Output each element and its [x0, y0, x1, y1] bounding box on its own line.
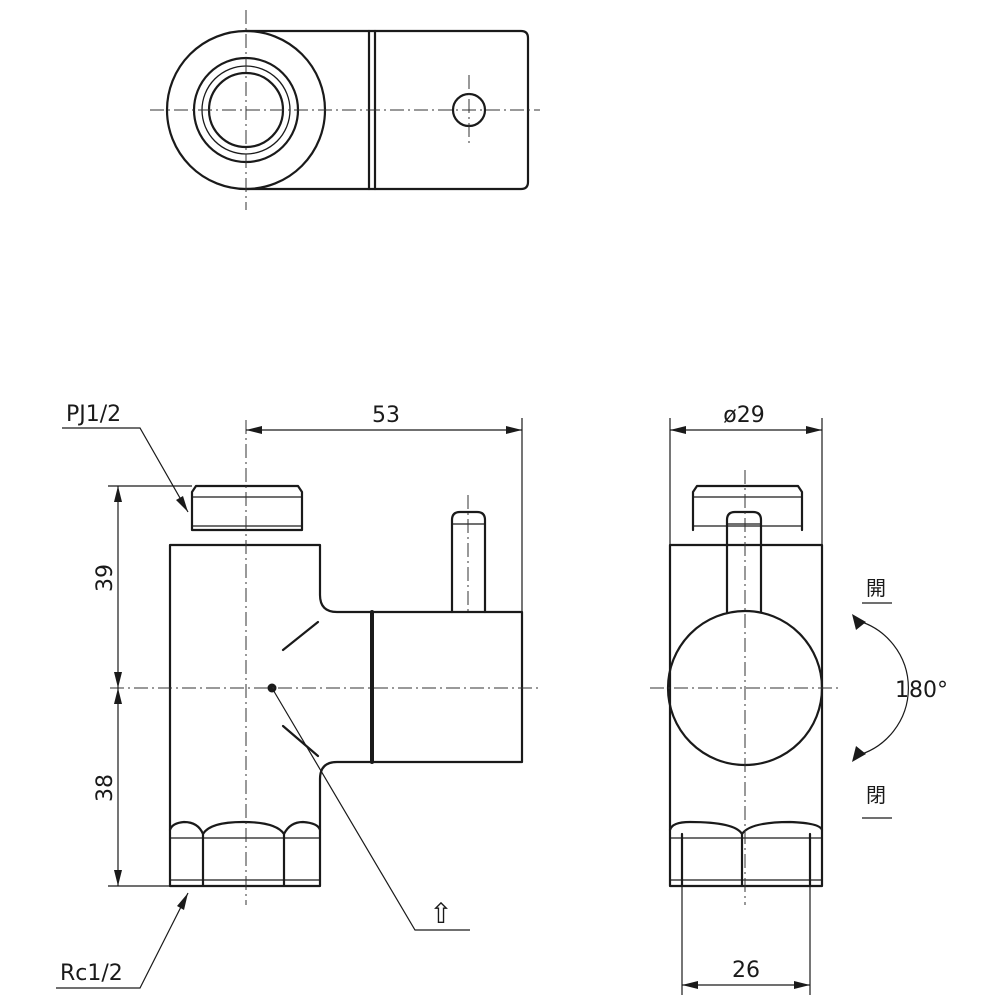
front-internal-line-1	[281, 620, 320, 652]
dim-53-arrow-left	[246, 426, 262, 434]
front-pin	[450, 510, 487, 614]
side-bottom-hex	[668, 820, 824, 888]
rotation-arc	[854, 619, 909, 757]
dim-38-arrow-bottom	[114, 870, 122, 886]
dim-dia-arrow-left	[670, 426, 686, 434]
side-pin	[725, 510, 763, 614]
label-pj-thread: PJ1/2	[66, 402, 121, 427]
side-dimensions: ø29 26 180° 開 閉	[669, 403, 948, 995]
front-dimensions: 53 39 38 PJ1/2 Rc1/2 ⇧	[56, 402, 523, 989]
flow-arrow-symbol: ⇧	[429, 897, 452, 930]
dim-26-label: 26	[732, 958, 760, 983]
dim-39-arrow-top	[114, 486, 122, 502]
dim-38-arrow-top	[114, 688, 122, 704]
dim-39-label: 39	[93, 564, 118, 592]
dim-38-label: 38	[93, 774, 118, 802]
dim-53-label: 53	[372, 403, 400, 428]
rc-leader-arrow	[177, 893, 188, 910]
front-handle-cylinder	[370, 610, 524, 764]
rotation-arrow-bottom	[852, 746, 866, 762]
dim-39-arrow-bottom	[114, 672, 122, 688]
rotation-arrow-top	[852, 614, 866, 630]
front-bottom-hex	[168, 820, 322, 888]
rc-leader-line	[56, 892, 189, 989]
dim-dia-arrow-right	[806, 426, 822, 434]
open-label: 開	[866, 576, 886, 600]
dim-53-arrow-right	[506, 426, 522, 434]
rotation-angle-label: 180°	[895, 678, 948, 703]
dim-26-arrow-left	[682, 981, 698, 989]
dim-dia-label: ø29	[723, 403, 764, 428]
front-top-thread	[190, 484, 304, 532]
close-label: 閉	[866, 783, 886, 807]
front-internal-line-2	[281, 724, 320, 758]
dim-26-arrow-right	[794, 981, 810, 989]
pj-leader-line	[62, 427, 189, 513]
top-view	[150, 10, 540, 210]
flow-leader-line	[271, 687, 470, 931]
pj-leader-arrow	[176, 496, 188, 512]
label-rc-thread: Rc1/2	[60, 961, 123, 986]
side-top-thread	[691, 484, 804, 532]
front-view	[110, 420, 540, 905]
side-view	[650, 470, 840, 905]
